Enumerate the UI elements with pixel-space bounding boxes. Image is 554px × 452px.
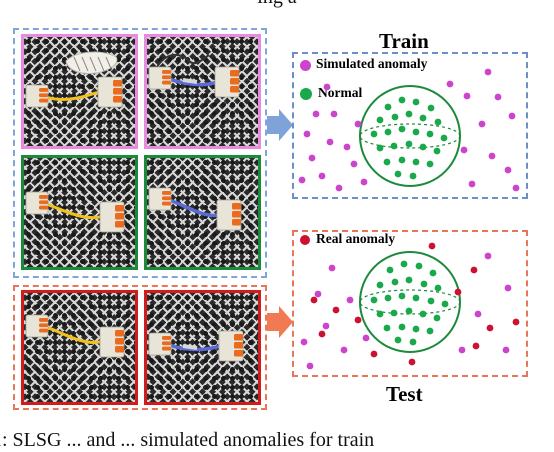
simulated-anomaly-points bbox=[300, 252, 512, 370]
cable-icon bbox=[148, 187, 242, 231]
test-image-group bbox=[13, 285, 267, 410]
normal-points bbox=[370, 260, 449, 346]
photo-simulated-anomaly-1 bbox=[21, 34, 138, 149]
photo-simulated-anomaly-2 bbox=[144, 34, 261, 149]
cable-icon bbox=[148, 54, 240, 98]
cable-icon bbox=[25, 314, 125, 358]
photo-real-anomaly-2 bbox=[144, 290, 261, 405]
real-anomaly-legend-dot bbox=[300, 235, 310, 245]
test-title: Test bbox=[386, 382, 423, 406]
simulated-anomaly-legend-label: Simulated anomaly bbox=[316, 56, 428, 71]
cable-icon bbox=[25, 191, 125, 233]
right-arrow-icon bbox=[267, 109, 293, 141]
test-feature-panel bbox=[292, 230, 528, 377]
simulated-anomaly-points bbox=[298, 68, 520, 192]
simulated-anomaly-legend-dot bbox=[300, 60, 311, 71]
real-anomaly-points bbox=[310, 242, 520, 366]
train-feature-panel bbox=[292, 52, 528, 199]
caption-top-fragment: ing a bbox=[0, 0, 554, 9]
train-feature-space bbox=[298, 68, 520, 192]
real-anomaly-legend-label: Real anomaly bbox=[316, 231, 396, 246]
cable-icon bbox=[148, 330, 244, 362]
photo-normal-1 bbox=[21, 155, 138, 270]
test-feature-space bbox=[300, 242, 520, 370]
photo-real-anomaly-1 bbox=[21, 290, 138, 405]
train-image-group bbox=[13, 28, 267, 278]
caption-bottom-fragment: 1: SLSG ... and ... simulated anomalies … bbox=[0, 429, 375, 451]
normal-points bbox=[370, 96, 448, 180]
right-arrow-icon bbox=[267, 306, 293, 338]
normal-legend-dot bbox=[300, 88, 312, 100]
train-title: Train bbox=[379, 29, 429, 53]
cable-icon bbox=[25, 51, 123, 108]
photo-normal-2 bbox=[144, 155, 261, 270]
